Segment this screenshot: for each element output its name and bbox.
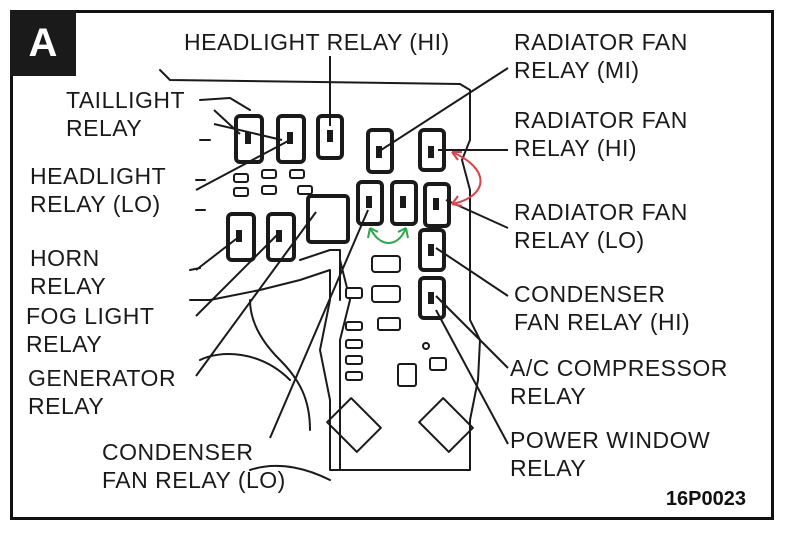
leader-generator [195,211,317,377]
figure-code: 16P0023 [665,488,746,510]
leader-radiator-mi [377,67,509,153]
leader-ac-compressor [435,295,509,369]
leader-headlight-lo [195,139,291,191]
red-double-arrow [451,151,482,205]
leader-fog [195,231,281,317]
leader-horn [195,235,241,271]
green-double-arrow [369,227,407,244]
leader-condenser-lo [269,209,369,439]
panel-tag: A [10,10,76,76]
generator-relay-block [306,194,350,244]
leader-condenser-hi [435,247,509,297]
leader-taillight-2 [213,123,283,141]
label-headlight-relay-hi: HEADLIGHT RELAY (HI) [184,29,450,55]
leader-power-window [435,309,509,445]
